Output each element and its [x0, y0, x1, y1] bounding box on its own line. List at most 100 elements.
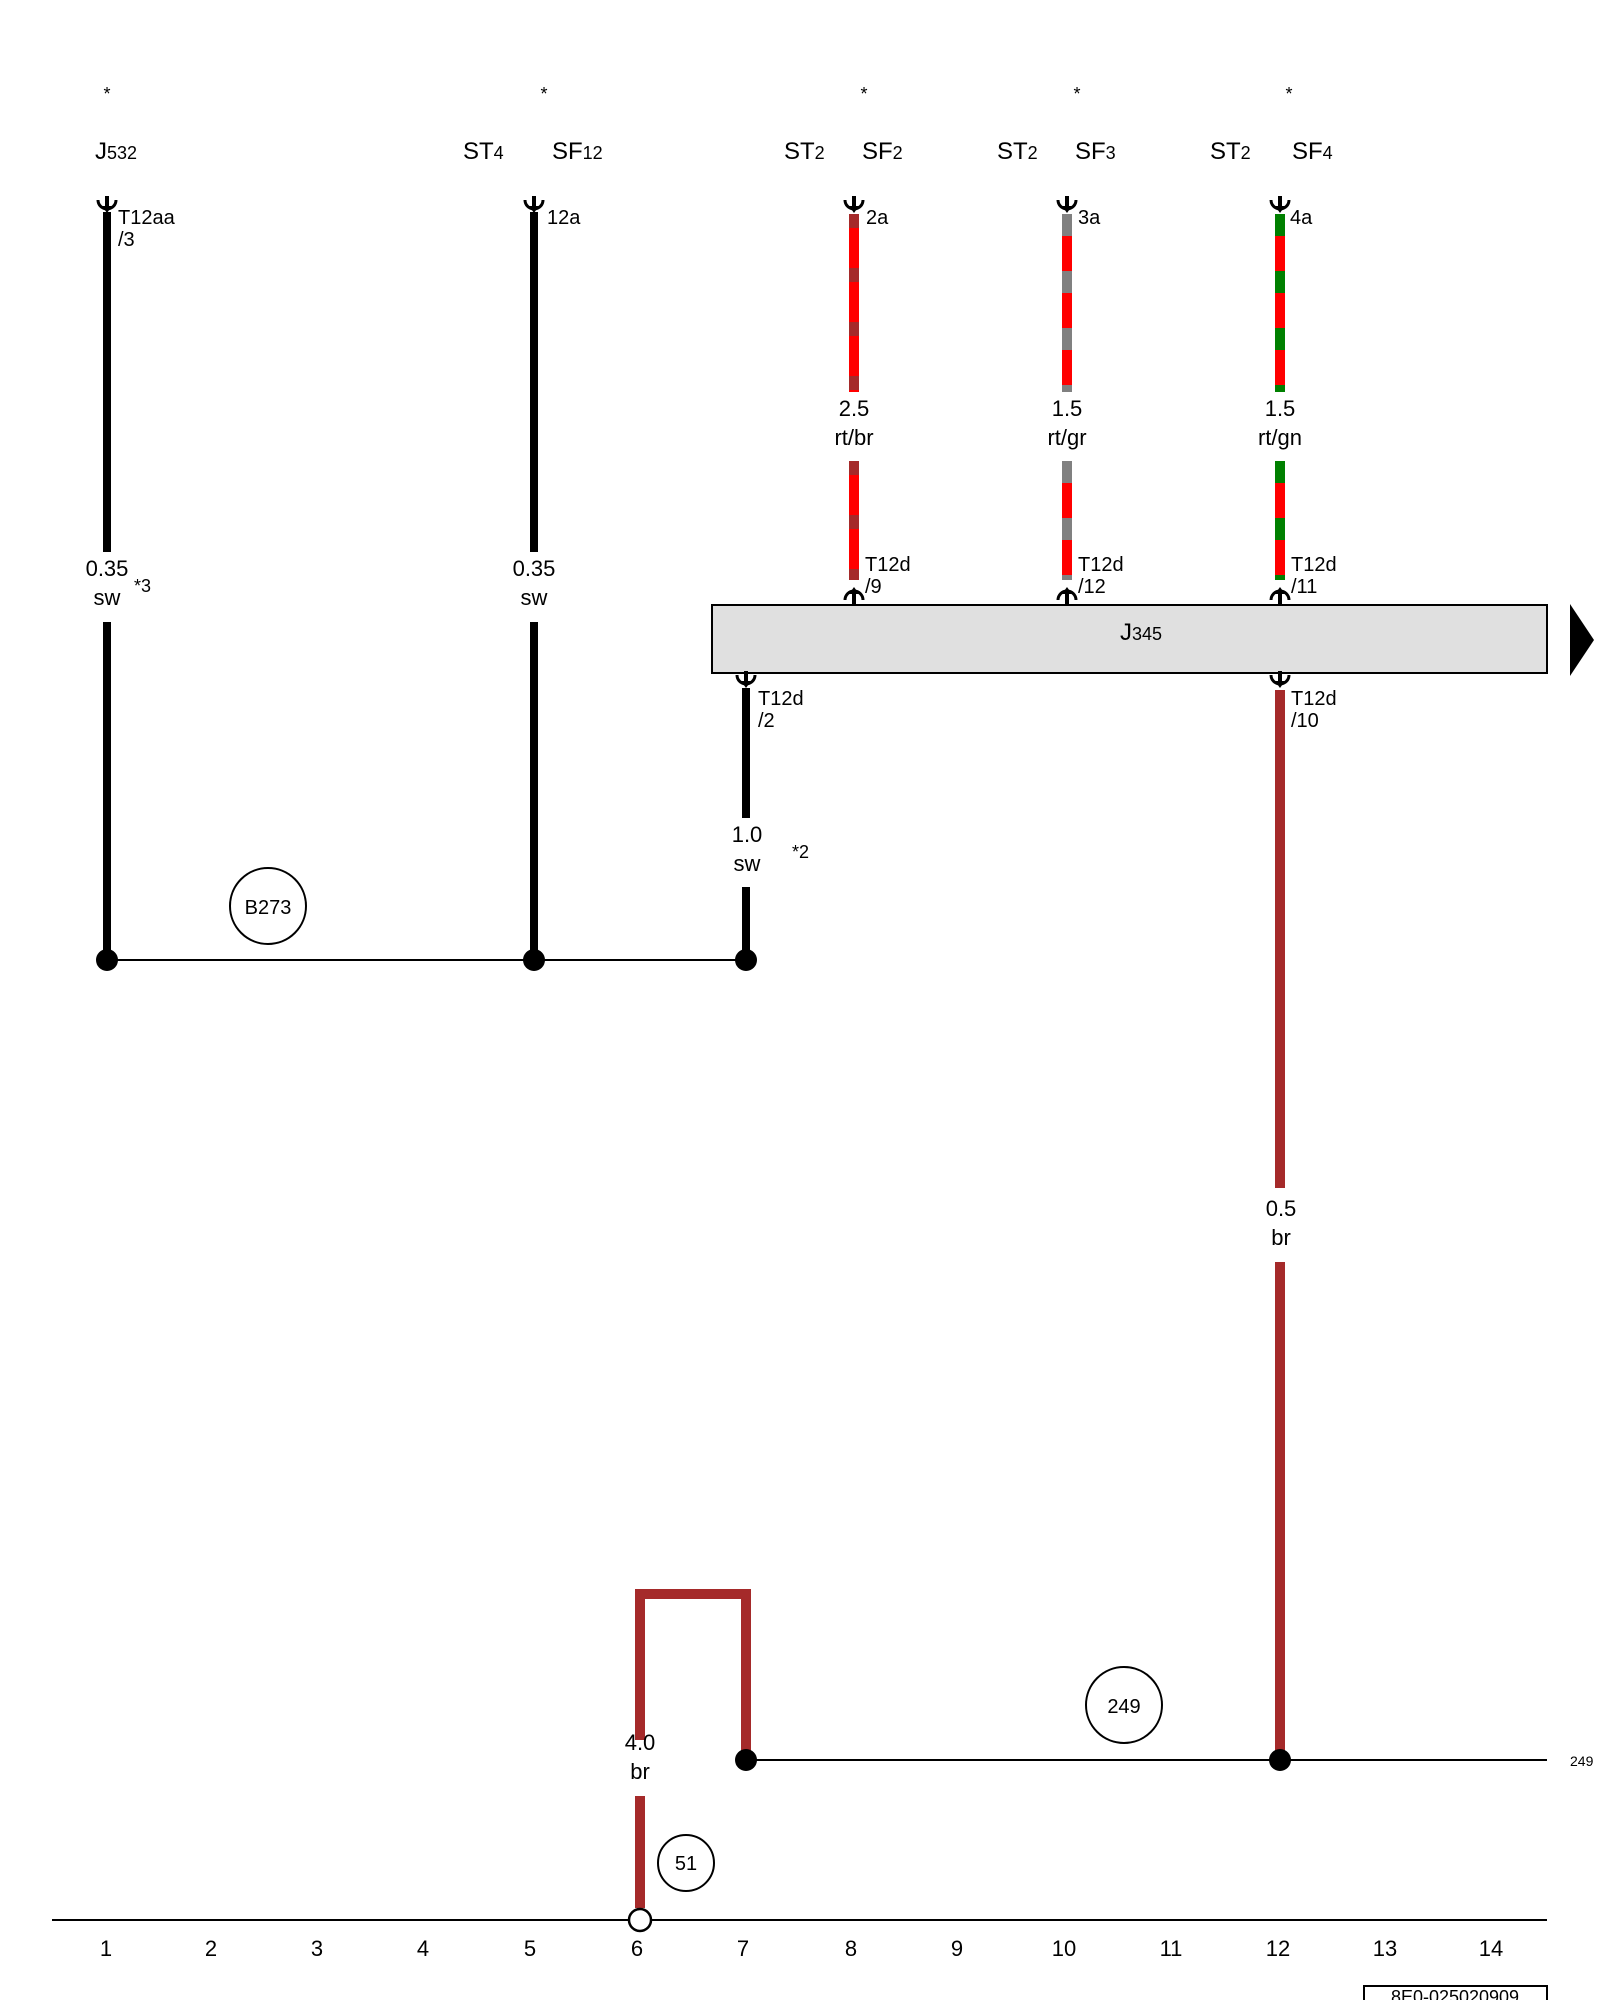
junction-dot — [735, 949, 757, 971]
pin-label: 12a — [547, 207, 581, 229]
pin-label: T12d — [758, 688, 804, 710]
continuation-label: 249 — [1570, 1753, 1594, 1769]
column-number: 14 — [1479, 1936, 1503, 1961]
junction-dot — [96, 949, 118, 971]
column-number: 4 — [417, 1936, 429, 1961]
diagram-code-box — [1363, 1985, 1548, 2000]
column-number: 6 — [631, 1936, 643, 1961]
connector-icon — [1269, 194, 1291, 215]
pin-label: 3a — [1078, 207, 1101, 229]
wire-color: sw — [734, 851, 761, 876]
wire-size: 0.5 — [1266, 1196, 1297, 1221]
header-j532: * J532 — [95, 84, 137, 165]
wire-size: 4.0 — [625, 1730, 656, 1755]
header-star: * — [860, 84, 867, 104]
module-box — [711, 604, 1548, 674]
ground-point-249[interactable]: 249 — [1085, 1666, 1163, 1744]
connector-icon — [1056, 194, 1078, 215]
pin-label: T12d — [865, 554, 911, 576]
wire-segment — [635, 1589, 751, 1760]
pin-label: T12d — [1291, 554, 1337, 576]
column-number: 9 — [951, 1936, 963, 1961]
wire-note: *3 — [134, 576, 151, 596]
header-st2-sf2: * ST2 SF2 — [784, 84, 903, 165]
wire-size: 1.0 — [732, 822, 763, 847]
pin-label: /12 — [1078, 576, 1106, 598]
pin-label: /10 — [1291, 710, 1319, 732]
wire-size: 0.35 — [86, 556, 129, 581]
pin-label: /9 — [865, 576, 882, 598]
header-st2-sf3: * ST2 SF3 — [997, 84, 1116, 165]
header-star: * — [540, 84, 547, 104]
connector-icon — [843, 585, 865, 606]
column-number: 11 — [1160, 1936, 1183, 1961]
ground-circle — [229, 867, 307, 945]
wire-color: rt/gr — [1047, 425, 1086, 450]
pin-label: T12d — [1291, 688, 1337, 710]
wire-size: 0.35 — [513, 556, 556, 581]
wire-color: br — [630, 1759, 650, 1784]
column-number: 1 — [100, 1936, 112, 1961]
ground-point-b273[interactable]: B273 — [229, 867, 307, 945]
wire-color: br — [1271, 1225, 1291, 1250]
header-star: * — [1073, 84, 1080, 104]
pin-label: 4a — [1290, 207, 1313, 229]
wire-color: rt/gn — [1258, 425, 1302, 450]
component-label-sf12: SF12 — [552, 138, 603, 165]
ground-label: 51 — [675, 1853, 697, 1875]
component-label-st2: ST2 — [784, 138, 825, 165]
junction-dot — [523, 949, 545, 971]
column-number: 7 — [737, 1936, 749, 1961]
wire-size: 1.5 — [1052, 396, 1083, 421]
column-number: 12 — [1266, 1936, 1290, 1961]
wire-color: rt/br — [834, 425, 873, 450]
component-label-sf4: SF4 — [1292, 138, 1333, 165]
pin-label: T12d — [1078, 554, 1124, 576]
header-st2-sf4: * ST2 SF4 — [1210, 84, 1333, 165]
continuation-arrow-icon[interactable] — [1570, 604, 1594, 676]
column-number: 3 — [311, 1936, 323, 1961]
column-number: 5 — [524, 1936, 536, 1961]
pin-label: /3 — [118, 229, 135, 251]
component-label-sf3: SF3 — [1075, 138, 1116, 165]
pin-label: T12aa — [118, 207, 176, 229]
ground-label: 249 — [1107, 1696, 1140, 1718]
column-number: 8 — [845, 1936, 857, 1961]
ground-point-51[interactable]: 51 — [657, 1834, 715, 1892]
control-module-j345[interactable]: J345 — [711, 604, 1548, 674]
header-star: * — [1285, 84, 1292, 104]
connector-icon — [523, 194, 545, 215]
header-st4-sf12: * ST4 SF12 — [463, 84, 603, 165]
ground-connection-icon — [627, 1907, 653, 1933]
component-label-j532: J532 — [95, 138, 137, 165]
column-number: 10 — [1052, 1936, 1076, 1961]
connector-icon — [1269, 585, 1291, 606]
pin-label: /2 — [758, 710, 775, 732]
pin-label: 2a — [866, 207, 889, 229]
component-label-sf2: SF2 — [862, 138, 903, 165]
wire-size: 2.5 — [839, 396, 870, 421]
junction-dot — [735, 1749, 757, 1771]
wire-color: sw — [521, 585, 548, 610]
connector-icon — [843, 194, 865, 215]
pin-label: /11 — [1291, 576, 1317, 598]
ground-label: B273 — [245, 897, 292, 919]
junction-dot — [1269, 1749, 1291, 1771]
component-label-st4: ST4 — [463, 138, 504, 165]
column-number: 13 — [1373, 1936, 1397, 1961]
component-label-st2: ST2 — [997, 138, 1038, 165]
connector-icon — [96, 194, 118, 215]
wire-color: sw — [94, 585, 121, 610]
component-label-st2: ST2 — [1210, 138, 1251, 165]
header-star: * — [103, 84, 110, 104]
wire-note: *2 — [792, 842, 809, 862]
connector-icon — [1056, 585, 1078, 606]
ground-circle — [657, 1834, 715, 1892]
wire-size: 1.5 — [1265, 396, 1296, 421]
ground-circle — [1085, 1666, 1163, 1744]
column-number: 2 — [205, 1936, 217, 1961]
module-label: J345 — [1120, 619, 1162, 646]
diagram-code: 8E0-025020909 — [1391, 1987, 1519, 2000]
